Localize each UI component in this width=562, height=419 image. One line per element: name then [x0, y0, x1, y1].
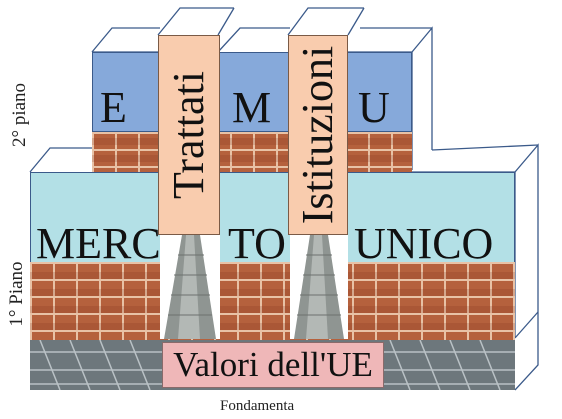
right-stone-pillar	[290, 235, 348, 339]
treaties-column: Trattati	[158, 35, 220, 235]
lower-floor-bricks	[30, 262, 515, 340]
treaties-column-label: Trattati	[164, 71, 213, 199]
upper-floor-wall	[92, 52, 412, 132]
upper-letter-e: E	[100, 83, 127, 132]
second-floor-label: 2° piano	[9, 82, 30, 148]
upper-letter-u: U	[358, 83, 390, 132]
lower-word-merc: MERC	[36, 219, 161, 268]
upper-letter-m: M	[232, 83, 272, 132]
lower-word-to: TO	[228, 219, 286, 268]
lower-floor-wall	[30, 172, 515, 264]
left-stone-pillar	[160, 235, 220, 339]
first-floor-label: 1° Piano	[6, 261, 27, 327]
foundation-values-label: Valori dell'UE	[162, 342, 384, 388]
institutions-column: Istituzioni	[288, 35, 348, 235]
lower-word-unico: UNICO	[354, 219, 494, 268]
institutions-column-label: Istituzioni	[293, 45, 342, 225]
foundation-caption: Fondamenta	[220, 398, 295, 414]
upper-floor-bricks	[92, 132, 412, 172]
